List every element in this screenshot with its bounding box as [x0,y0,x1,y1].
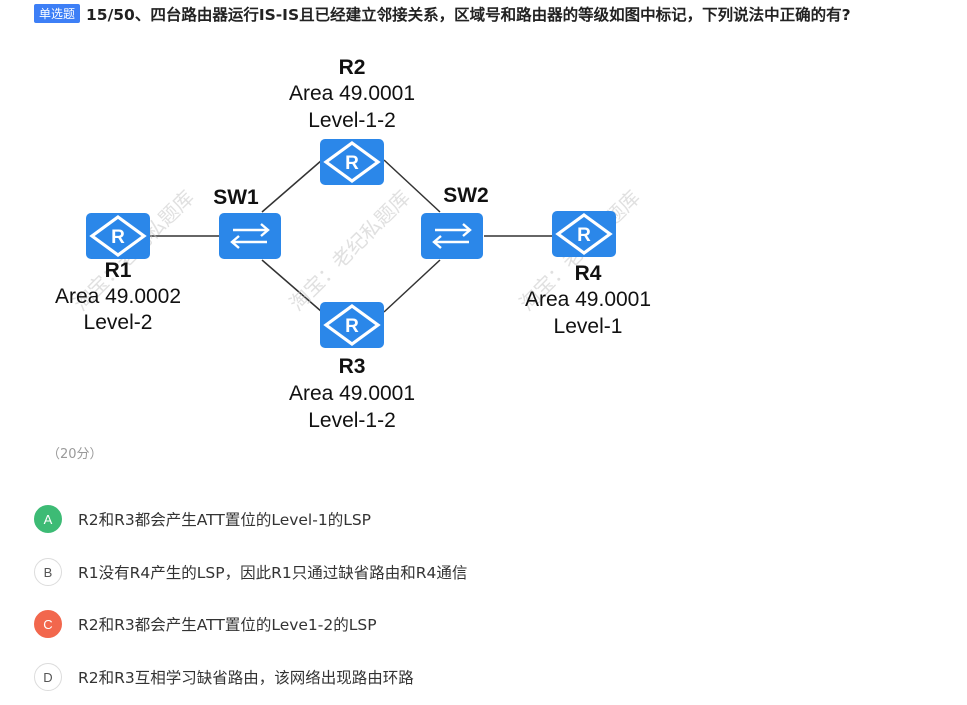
router-r2-name: R2 [339,56,366,79]
router-r1-name: R1 [105,259,132,282]
router-r3-name: R3 [339,355,366,378]
link-sw1-r2 [261,159,323,213]
link-r2-sw2 [383,159,441,213]
router-r4-level: Level-1 [554,315,623,338]
switch-sw2-icon [419,211,485,261]
router-r3-level: Level-1-2 [308,409,396,432]
router-r2-level: Level-1-2 [308,109,396,132]
option-d[interactable]: D R2和R3互相学习缺省路由，该网络出现路由环路 [34,661,414,693]
option-a-text: R2和R3都会产生ATT置位的Level-1的LSP [78,511,372,529]
question-text: 15/50、四台路由器运行IS-IS且已经建立邻接关系，区域号和路由器的等级如图… [86,6,851,24]
option-c[interactable]: C R2和R3都会产生ATT置位的Leve1-2的LSP [34,608,377,640]
question-type-badge: 单选题 [34,4,81,23]
router-r4-area: Area 49.0001 [525,288,651,311]
watermark-2: 淘宝：老纪私题库 [285,185,415,315]
router-r1-icon [84,211,152,261]
link-r3-sw2 [383,259,441,313]
router-r3-area: Area 49.0001 [289,382,415,405]
router-r4-icon [550,209,618,259]
network-diagram: R 淘宝：老纪私题库 淘宝：老纪私题库 淘宝：老纪私题库 R1 Area 49.… [55,56,651,432]
switch-sw1-icon [217,211,283,261]
router-r3-icon [318,300,386,350]
option-b-marker[interactable]: B [34,558,62,586]
router-r2-icon [318,137,386,187]
option-b-text: R1没有R4产生的LSP，因此R1只通过缺省路由和R4通信 [78,564,468,582]
router-r1-level: Level-2 [84,311,153,334]
option-d-marker[interactable]: D [34,663,62,691]
router-r4-name: R4 [575,262,602,285]
switch-sw2-name: SW2 [443,184,489,207]
option-a[interactable]: A R2和R3都会产生ATT置位的Level-1的LSP [34,503,371,535]
question-score: （20分） [47,447,103,462]
option-c-text: R2和R3都会产生ATT置位的Leve1-2的LSP [78,616,377,634]
option-b[interactable]: B R1没有R4产生的LSP，因此R1只通过缺省路由和R4通信 [34,556,467,588]
switch-sw1-name: SW1 [213,186,259,209]
router-r1-area: Area 49.0002 [55,285,181,308]
option-a-marker[interactable]: A [34,505,62,533]
router-r2-area: Area 49.0001 [289,82,415,105]
question-header: 单选题 15/50、四台路由器运行IS-IS且已经建立邻接关系，区域号和路由器的等… [34,3,934,28]
link-sw1-r3 [261,259,323,313]
option-c-marker[interactable]: C [34,610,62,638]
option-d-text: R2和R3互相学习缺省路由，该网络出现路由环路 [78,669,414,687]
